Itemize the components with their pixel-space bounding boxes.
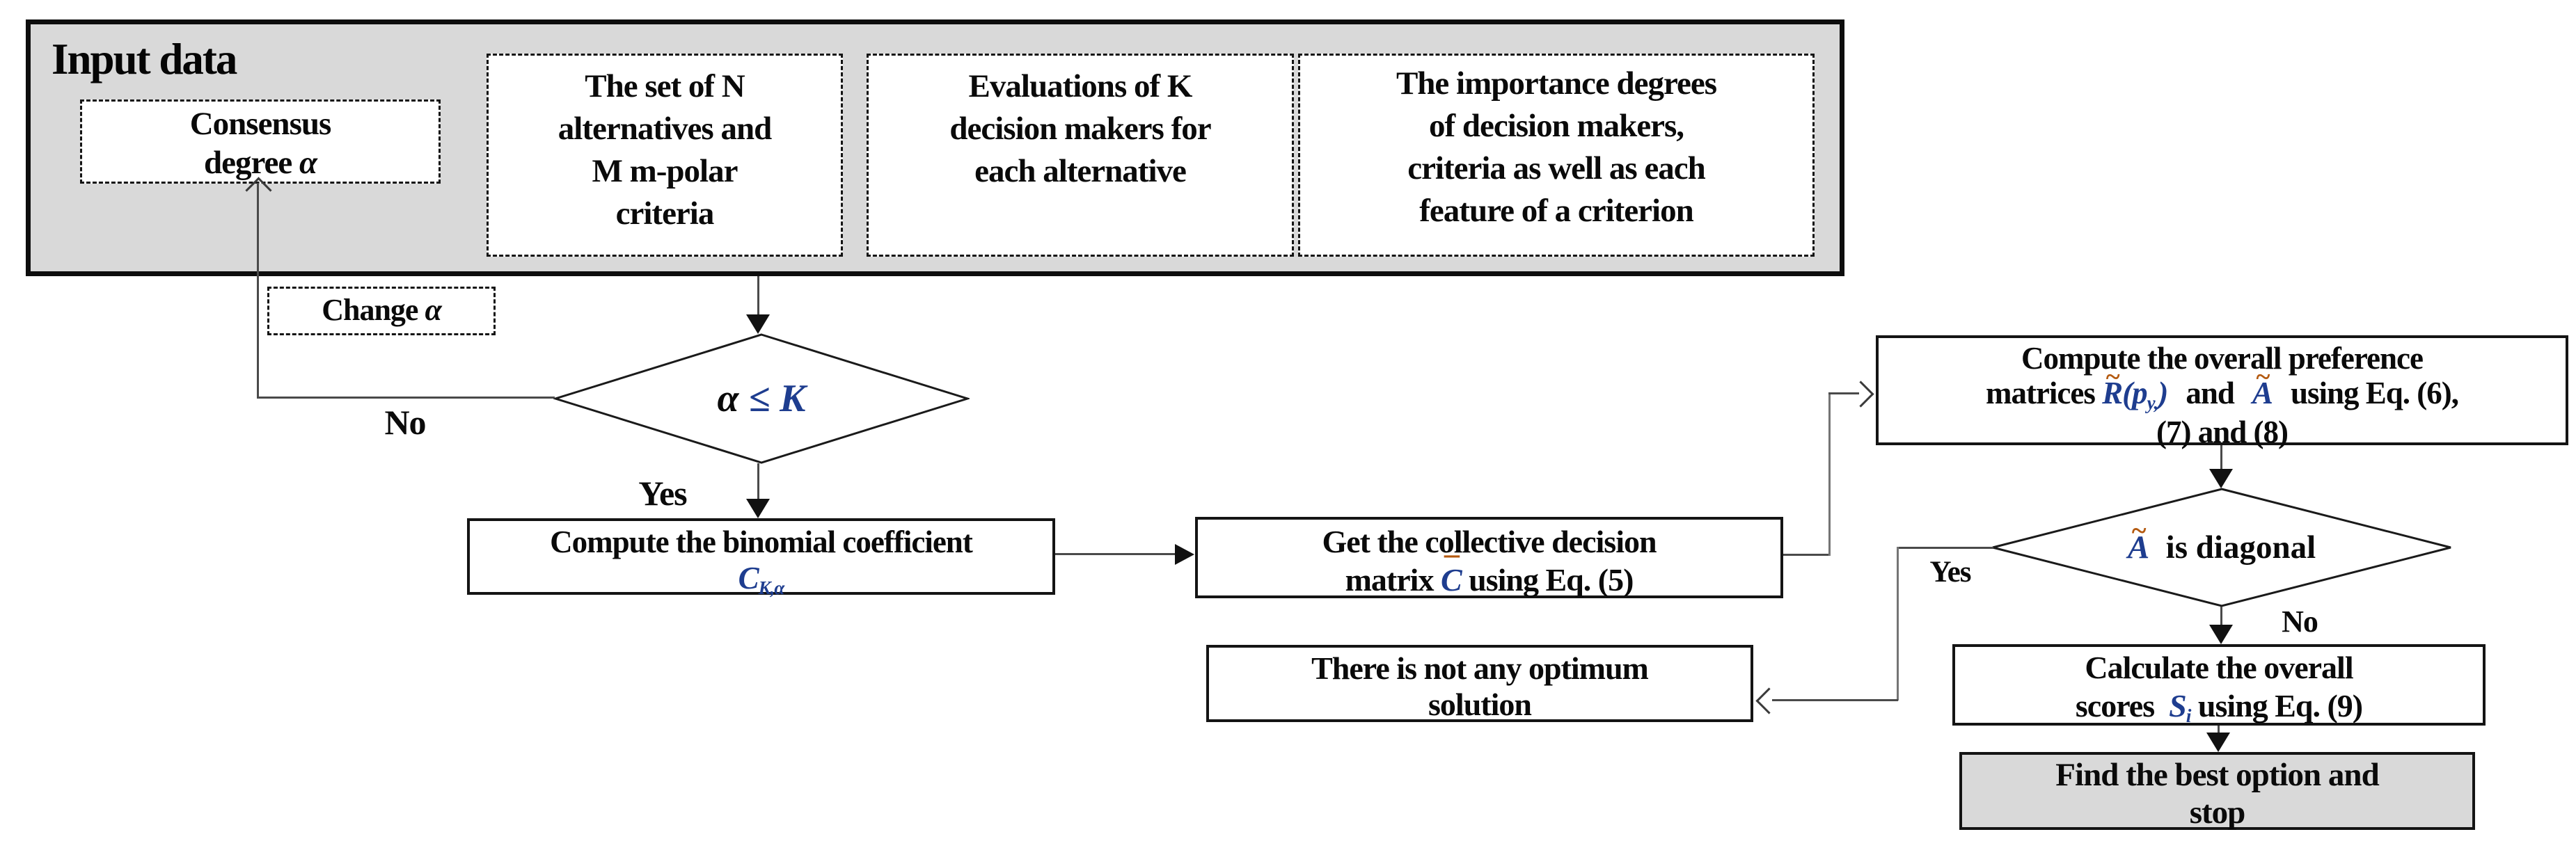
consensus-line1: Consensus	[189, 106, 332, 142]
collective-matrix-box: Get the collective decision matrix C¯ us…	[1195, 517, 1783, 598]
connector-yes2-vertical	[1897, 547, 1899, 701]
label-no-decision1: No	[384, 403, 426, 442]
importance-degrees-box: The importance degrees of decision maker…	[1298, 54, 1815, 257]
label-yes-decision1: Yes	[638, 474, 687, 513]
connector-no-to-scores	[2220, 607, 2222, 627]
decision-alpha-lek: α≤K	[553, 333, 970, 465]
connector-binomial-to-collective	[1055, 553, 1176, 555]
arrowhead-scores-top	[2209, 625, 2233, 644]
connector-no1-vertical	[257, 183, 259, 399]
consensus-line2: degree α	[204, 145, 317, 181]
overall-scores-box: Calculate the overall scores Si using Eq…	[1952, 644, 2486, 726]
stop-box: Find the best option and stop	[1959, 752, 2475, 831]
connector-input-to-decision1	[757, 276, 759, 317]
arrowhead-decision1-top	[746, 314, 770, 334]
connector-collective-up-v	[1828, 392, 1831, 556]
connector-no1-horizontal	[257, 397, 555, 399]
diamond-shape	[1992, 488, 2451, 607]
alternatives-box: The set of N alternatives and M m-polar …	[487, 54, 843, 257]
scores-formula-line: scores Si using Eq. (9)	[2075, 688, 2363, 726]
overall-preference-box: Compute the overall preference matrices …	[1876, 335, 2568, 449]
collective-formula-line: matrix C¯ using Eq. (5)	[1345, 552, 1634, 598]
arrowhead-overall-left	[1847, 381, 1874, 408]
connector-collective-up-h1	[1783, 554, 1831, 556]
no-solution-box: There is not any optimum solution	[1206, 645, 1753, 722]
arrowhead-nosolution-right	[1755, 687, 1783, 714]
decision-diagonal: A~ is diagonal	[1991, 487, 2453, 608]
section-title: Input data	[52, 35, 237, 83]
connector-scores-to-stop	[2218, 726, 2220, 735]
consensus-degree-box: Consensus degree α	[80, 99, 441, 184]
alpha-symbol: α	[425, 293, 441, 327]
arrowhead-collective-left	[1175, 544, 1194, 565]
connector-collective-up-h2	[1828, 392, 1859, 394]
evaluations-box: Evaluations of K decision makers for eac…	[867, 54, 1294, 257]
arrowhead-binomial-top	[746, 499, 770, 518]
binomial-formula: CK,α	[738, 561, 785, 598]
arrowhead-decision2-top	[2209, 469, 2233, 488]
alpha-symbol: α	[299, 145, 317, 181]
connector-yes2-h2	[1772, 699, 1898, 701]
connector-yes-to-binomial	[757, 463, 759, 500]
diamond-shape	[553, 333, 970, 464]
label-no-decision2: No	[2282, 605, 2318, 639]
decision-alpha-text: α≤K	[717, 377, 806, 420]
change-alpha-box: Change α	[267, 287, 496, 335]
arrowhead-stop-top	[2206, 733, 2230, 752]
connector-overall-to-decision2	[2220, 445, 2222, 472]
binomial-coefficient-box: Compute the binomial coefficient CK,α	[467, 518, 1055, 598]
input-data-section: Input data Consensus degree α The set of…	[26, 19, 1844, 276]
decision-diagonal-text: A~ is diagonal	[2127, 514, 2316, 566]
label-yes-decision2: Yes	[1929, 556, 1971, 589]
connector-yes2-h1	[1898, 547, 1993, 549]
